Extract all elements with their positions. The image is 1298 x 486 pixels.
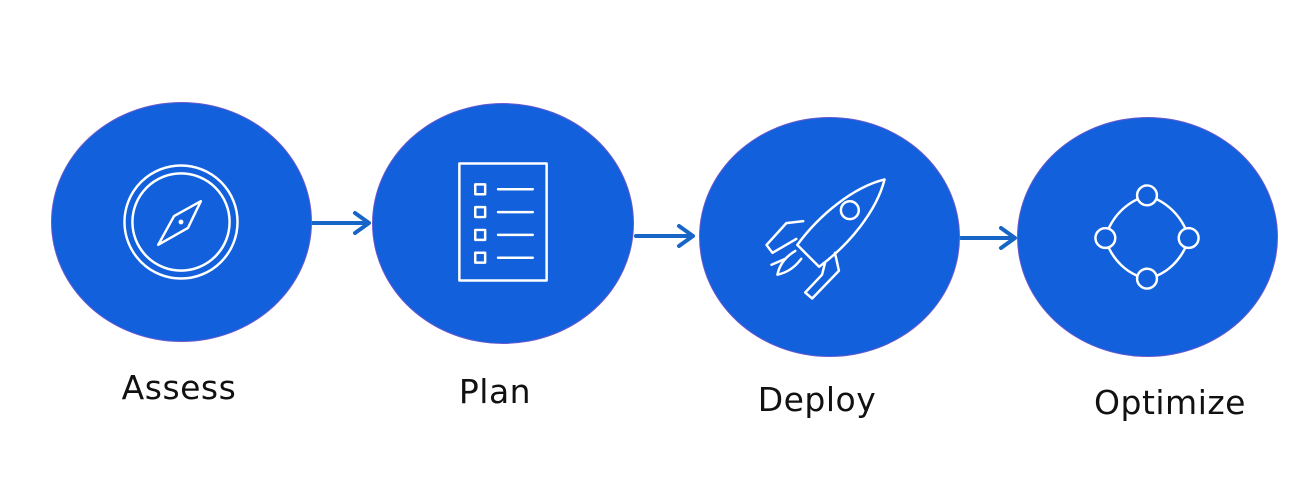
cycle-nodes-icon: [1094, 184, 1200, 290]
arrow-assess-to-plan: [310, 211, 371, 235]
step-circle: [699, 117, 960, 357]
step-circle: [1017, 117, 1278, 357]
step-label-assess: Assess: [121, 368, 237, 407]
step-circle: [51, 102, 312, 342]
step-assess: [51, 102, 312, 342]
step-plan: [372, 103, 634, 344]
step-optimize: [1017, 117, 1278, 357]
compass-icon: [123, 164, 239, 280]
step-circle: [372, 103, 634, 344]
rocket-icon: [765, 178, 886, 300]
arrow-deploy-to-optimize: [959, 226, 1017, 250]
step-deploy: [699, 117, 960, 357]
step-label-optimize: Optimize: [1094, 383, 1246, 422]
step-label-deploy: Deploy: [757, 380, 877, 419]
checklist-icon: [458, 162, 548, 282]
arrow-plan-to-deploy: [634, 224, 695, 248]
step-label-plan: Plan: [458, 372, 532, 411]
